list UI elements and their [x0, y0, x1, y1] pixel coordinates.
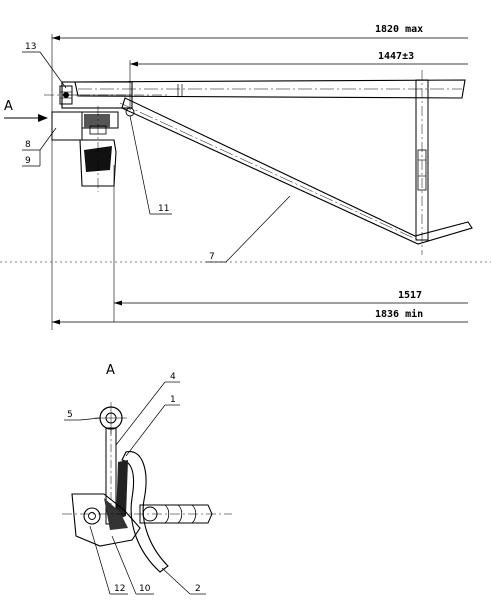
- callout-9: [22, 150, 41, 167]
- dimension-label-overall-max: 1820 max: [375, 24, 423, 35]
- diagonal-strut: [119, 97, 473, 245]
- callout-label-1: 1: [170, 395, 176, 405]
- callout-label-10: 10: [139, 584, 151, 594]
- callout-label-11: 11: [158, 204, 169, 214]
- vertical-tie: [415, 70, 429, 255]
- callout-label-2: 2: [195, 584, 201, 594]
- callout-5: [64, 417, 101, 421]
- dimension-overall-max: [51, 34, 468, 330]
- callout-1: [125, 404, 180, 457]
- upper-arm: [74, 79, 466, 99]
- view-arrow: [4, 114, 48, 122]
- view-arrow-label: A: [4, 99, 13, 114]
- callout-7: [206, 195, 291, 263]
- callout-label-13: 13: [25, 42, 36, 52]
- callout-13: [22, 51, 67, 89]
- left-fitting: [44, 81, 170, 192]
- callout-4: [115, 381, 180, 446]
- callout-label-7: 7: [209, 252, 215, 262]
- dimension-label-overall-min: 1836 min: [375, 308, 423, 320]
- callout-label-12: 12: [114, 584, 125, 594]
- callout-label-5: 5: [67, 410, 73, 420]
- dimension-label-lower-span: 1517: [398, 290, 422, 301]
- callout-label-9: 9: [25, 156, 31, 166]
- dimension-upper-span: [129, 60, 468, 110]
- dimension-label-upper-span: 1447±3: [378, 51, 414, 62]
- callout-12: [89, 525, 128, 595]
- detail-view-title: A: [106, 363, 115, 378]
- callout-11: [129, 115, 172, 215]
- dimension-overall-min: [52, 319, 468, 325]
- dimension-lower-span: [113, 165, 468, 322]
- detail-view: [62, 402, 232, 573]
- callout-label-4: 4: [170, 372, 176, 382]
- callout-10: [111, 535, 154, 595]
- callout-2: [161, 567, 206, 595]
- callout-label-8: 8: [25, 140, 31, 150]
- callout-8: [22, 127, 57, 151]
